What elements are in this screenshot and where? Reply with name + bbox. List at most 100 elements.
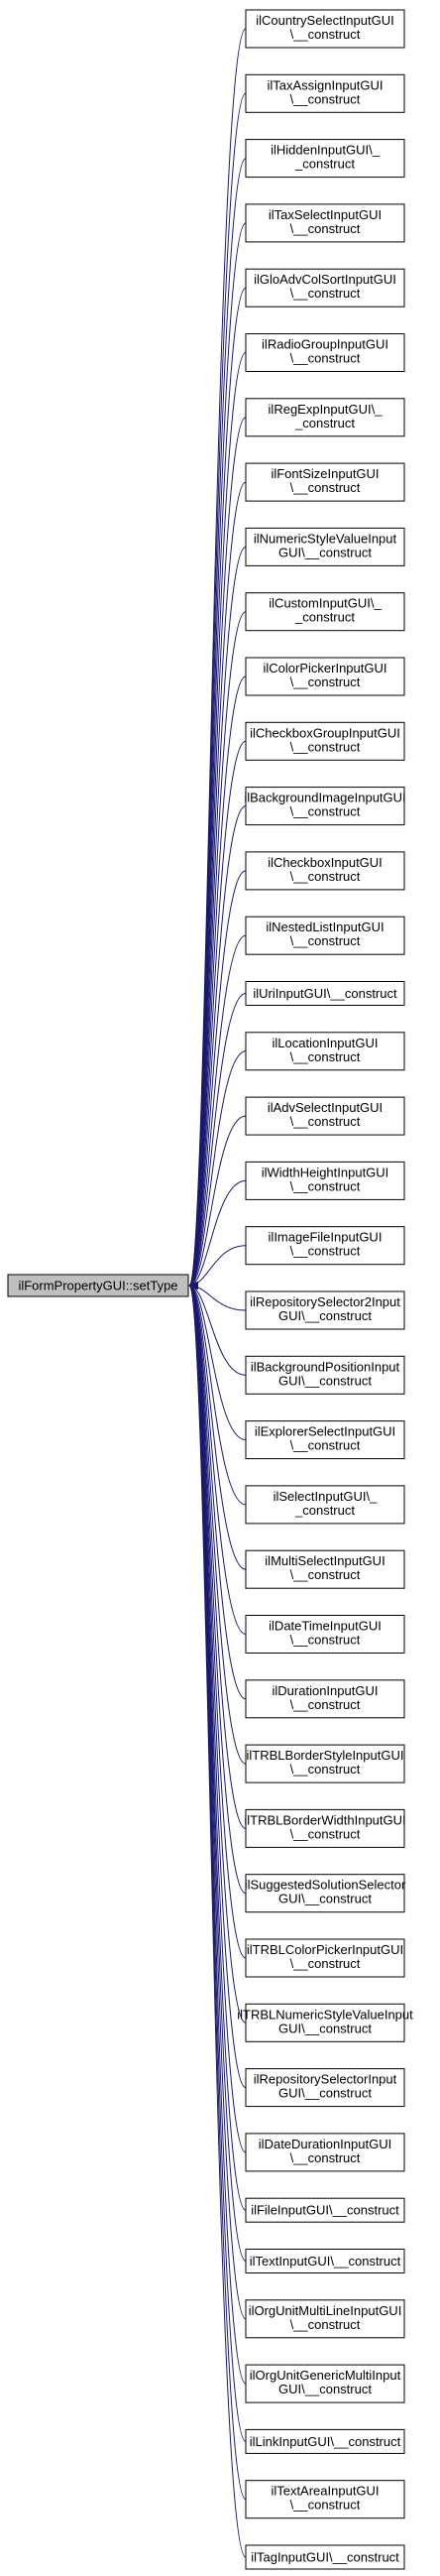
caller-node[interactable]: ilOrgUnitGenericMultiInputGUI\__construc…	[245, 2364, 405, 2403]
caller-node[interactable]: ilFileInputGUI\__construct	[245, 2197, 405, 2223]
caller-node-box[interactable]	[245, 527, 405, 566]
caller-node-box[interactable]	[245, 2544, 405, 2570]
caller-node-box[interactable]	[245, 981, 405, 1006]
caller-node[interactable]: ilCountrySelectInputGUI\__construct	[245, 9, 405, 49]
caller-node-box[interactable]	[245, 1615, 405, 1654]
caller-node-box[interactable]	[245, 2299, 405, 2339]
root-node-box[interactable]	[7, 1274, 189, 1297]
caller-node-box[interactable]	[245, 1032, 405, 1071]
caller-node[interactable]: ilTRBLBorderWidthInputGUI\__construct	[244, 1808, 406, 1848]
caller-node[interactable]: ilAdvSelectInputGUI\__construct	[245, 1096, 405, 1136]
caller-node-box[interactable]	[245, 203, 405, 243]
caller-node[interactable]: ilCheckboxGroupInputGUI\__construct	[245, 721, 405, 761]
caller-node-label: \__construct	[290, 2150, 361, 2165]
caller-node[interactable]: ilTaxAssignInputGUI\__construct	[245, 73, 405, 113]
caller-node[interactable]: ilTRBLNumericStyleValueInputGUI\__constr…	[237, 2003, 413, 2042]
caller-node[interactable]: ilTaxSelectInputGUI\__construct	[245, 203, 405, 243]
caller-node[interactable]: ilTextInputGUI\__construct	[245, 2249, 405, 2273]
caller-node-box[interactable]	[245, 462, 405, 502]
caller-node-box[interactable]	[245, 1679, 405, 1719]
caller-node[interactable]: ilDateDurationInputGUI\__construct	[245, 2133, 405, 2172]
caller-node[interactable]: ilFontSizeInputGUI\__construct	[245, 462, 405, 502]
caller-node-label: \__construct	[290, 1697, 361, 1712]
caller-node-box[interactable]	[245, 1808, 405, 1848]
caller-node[interactable]: ilRadioGroupInputGUI\__construct	[245, 333, 405, 372]
caller-node-label: \__construct	[290, 1244, 361, 1259]
caller-node[interactable]: ilTagInputGUI\__construct	[245, 2544, 405, 2570]
caller-node-box[interactable]	[245, 2364, 405, 2403]
caller-node-box[interactable]	[245, 2249, 405, 2273]
caller-node-label: ilTextAreaInputGUI	[271, 2484, 379, 2499]
caller-node-box[interactable]	[245, 268, 405, 307]
caller-node[interactable]: ilExplorerSelectInputGUI\__construct	[245, 1420, 405, 1460]
caller-node-box[interactable]	[245, 1485, 405, 1525]
caller-node[interactable]: ilColorPickerInputGUI\__construct	[245, 657, 405, 696]
caller-node[interactable]: ilSuggestedSolutionSelectorGUI\__constru…	[245, 1874, 406, 1913]
call-edge	[188, 1179, 247, 1289]
caller-node-box[interactable]	[245, 2068, 405, 2108]
caller-node-box[interactable]	[245, 398, 405, 437]
caller-node[interactable]: ilTRBLBorderStyleInputGUI\__construct	[245, 1744, 405, 1783]
caller-node-label: \__construct	[290, 27, 361, 42]
call-edge	[188, 870, 247, 1289]
caller-node-label: ilNestedListInputGUI	[266, 920, 384, 934]
caller-node-box[interactable]	[245, 721, 405, 761]
caller-node[interactable]: ilDurationInputGUI\__construct	[245, 1679, 405, 1719]
caller-node-box[interactable]	[245, 1744, 405, 1783]
caller-node-box[interactable]	[245, 1938, 405, 1978]
caller-node-box[interactable]	[245, 1549, 405, 1589]
caller-node-box[interactable]	[245, 592, 405, 632]
caller-node[interactable]: ilSelectInputGUI\__construct	[245, 1485, 405, 1525]
caller-node[interactable]: ilMultiSelectInputGUI\__construct	[245, 1549, 405, 1589]
caller-node[interactable]: ilUriInputGUI\__construct	[245, 981, 405, 1006]
caller-node-box[interactable]	[245, 1874, 405, 1913]
caller-node-box[interactable]	[245, 851, 405, 891]
caller-node-box[interactable]	[245, 73, 405, 113]
caller-node-box[interactable]	[245, 1355, 405, 1395]
caller-node-box[interactable]	[245, 1290, 405, 1330]
caller-node-box[interactable]	[245, 787, 405, 826]
caller-node[interactable]: ilLocationInputGUI\__construct	[245, 1032, 405, 1071]
caller-node-box[interactable]	[245, 139, 405, 179]
caller-node[interactable]: ilCustomInputGUI\__construct	[245, 592, 405, 632]
caller-node-box[interactable]	[245, 2003, 405, 2042]
call-edge	[188, 1282, 247, 2558]
caller-node[interactable]: ilTRBLColorPickerInputGUI\__construct	[245, 1938, 405, 1978]
caller-node[interactable]: ilWidthHeightInputGUI\__construct	[245, 1161, 405, 1200]
caller-node[interactable]: ilBackgroundImageInputGUI\__construct	[244, 787, 406, 826]
caller-node-box[interactable]	[245, 657, 405, 696]
caller-node-box[interactable]	[245, 2480, 405, 2519]
caller-node-box[interactable]	[245, 2428, 405, 2454]
caller-node-label: \__construct	[290, 1438, 361, 1453]
caller-node-label: _construct	[294, 416, 355, 430]
caller-node-label: \__construct	[290, 2317, 361, 2332]
caller-node-label: \__construct	[290, 1956, 361, 1971]
caller-node-box[interactable]	[245, 333, 405, 372]
caller-node[interactable]: ilGloAdvColSortInputGUI\__construct	[245, 268, 405, 307]
caller-node-box[interactable]	[245, 2197, 405, 2223]
caller-node[interactable]: ilRegExpInputGUI\__construct	[245, 398, 405, 437]
caller-node-box[interactable]	[245, 916, 405, 955]
caller-node[interactable]: ilHiddenInputGUI\__construct	[245, 139, 405, 179]
caller-node-box[interactable]	[245, 1420, 405, 1460]
caller-node[interactable]: ilNestedListInputGUI\__construct	[245, 916, 405, 955]
caller-node-label: ilGloAdvColSortInputGUI	[254, 272, 396, 287]
caller-node-box[interactable]	[245, 2133, 405, 2172]
caller-node[interactable]: ilTextAreaInputGUI\__construct	[245, 2480, 405, 2519]
caller-node-label: ilOrgUnitMultiLineInputGUI	[249, 2303, 402, 2318]
caller-node[interactable]: ilCheckboxInputGUI\__construct	[245, 851, 405, 891]
caller-node-box[interactable]	[245, 1226, 405, 1266]
caller-node[interactable]: ilDateTimeInputGUI\__construct	[245, 1615, 405, 1654]
caller-node-box[interactable]	[245, 9, 405, 49]
caller-node[interactable]: ilOrgUnitMultiLineInputGUI\__construct	[245, 2299, 405, 2339]
caller-node-label: ilTextInputGUI\__construct	[250, 2254, 401, 2269]
caller-node[interactable]: ilImageFileInputGUI\__construct	[245, 1226, 405, 1266]
caller-node[interactable]: ilRepositorySelector2InputGUI\__construc…	[245, 1290, 405, 1330]
caller-node-box[interactable]	[245, 1096, 405, 1136]
caller-node[interactable]: ilLinkInputGUI\__construct	[245, 2428, 405, 2454]
caller-node-box[interactable]	[245, 1161, 405, 1200]
